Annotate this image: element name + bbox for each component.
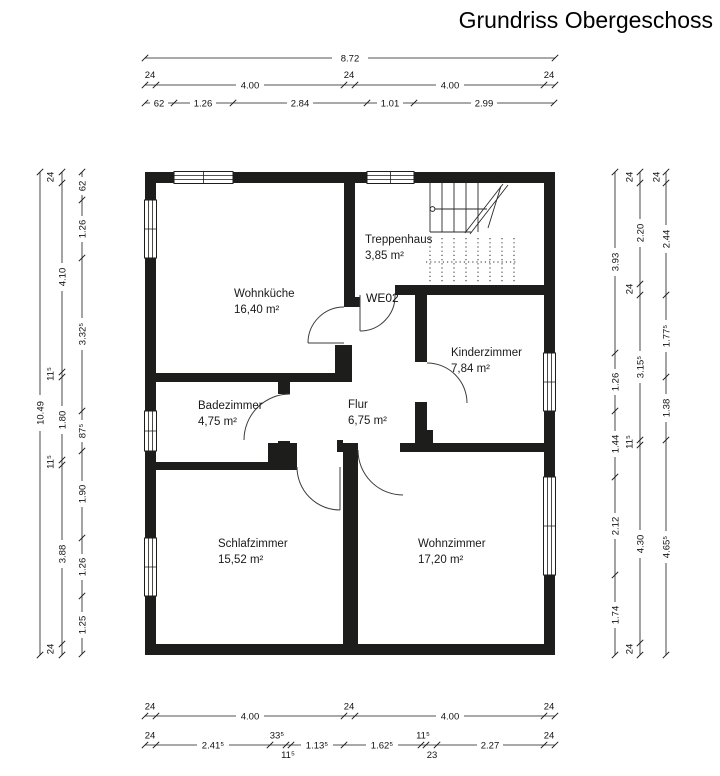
room-name: Badezimmer [198, 400, 263, 412]
room-area: 15,52 m² [218, 554, 264, 566]
room-name: Kinderzimmer [451, 347, 522, 359]
dim-label: 62 [154, 99, 165, 110]
dim-label: 24 [145, 70, 156, 81]
room-name: Treppenhaus [365, 234, 433, 246]
dim-label: 2.27 [481, 741, 500, 752]
room-area: 4,75 m² [198, 416, 237, 428]
dim-label: 1.77⁵ [662, 325, 673, 347]
dim-label: 4.00 [241, 712, 260, 723]
dim-label: 1.26 [611, 373, 622, 392]
door-badezimmer [243, 393, 291, 441]
dim-label: 4.00 [241, 81, 260, 92]
dim-label: 4.00 [441, 712, 460, 723]
dim-label: 1.62⁵ [371, 741, 393, 752]
dim-label: 2.20 [636, 224, 647, 243]
staircase [426, 183, 516, 283]
dim-label: 24 [46, 172, 57, 183]
dimensions-left: 10.49 24 4.10 11⁵ 1.80 11⁵ 3.88 24 62 1.… [34, 168, 89, 659]
dim-label: 4.65⁵ [662, 536, 673, 558]
dim-label: 3.15⁵ [636, 356, 647, 378]
dim-label: 24 [544, 731, 555, 742]
doors [243, 294, 468, 511]
dim-label: 1.13⁵ [306, 741, 328, 752]
page-title: Grundriss Obergeschoss [459, 7, 713, 33]
dim-label: 4.00 [441, 81, 460, 92]
dim-label: 3.32⁵ [78, 323, 89, 345]
dimensions-right: 3.93 1.26 1.44 2.12 1.74 24 2.20 24 3.15… [609, 168, 673, 659]
dim-label: 24 [344, 70, 355, 81]
dim-label: 24 [544, 70, 555, 81]
dim-label: 24 [46, 644, 57, 655]
dim-label: 11⁵ [281, 750, 295, 761]
dim-label: 1.90 [78, 485, 89, 504]
dim-label: 1.25 [78, 616, 89, 635]
dim-label: 23 [427, 750, 438, 761]
room-area: 3,85 m² [365, 250, 404, 262]
room-area: 17,20 m² [418, 554, 464, 566]
dim-label: 3.93 [611, 253, 622, 272]
dim-label: 62 [78, 181, 89, 192]
dim-label: 24 [145, 702, 156, 713]
door-entrance [359, 294, 396, 332]
handrail-post [429, 206, 436, 212]
dim-label: 33⁵ [270, 731, 285, 742]
dim-label: 1.26 [78, 220, 89, 239]
dim-label: 11⁵ [416, 731, 430, 742]
dim-label: 2.44 [662, 230, 673, 249]
window [144, 410, 157, 452]
dimensions-bottom: 24 4.00 24 4.00 24 24 2.41⁵ 33⁵ 11⁵ 1.13… [141, 702, 559, 761]
dim-label: 87⁵ [78, 424, 89, 439]
window [366, 171, 415, 184]
windows [144, 171, 556, 597]
dim-label: 2.84 [291, 99, 310, 110]
dim-label: 24 [652, 172, 663, 183]
window [173, 171, 234, 184]
door-schlafzimmer [296, 466, 341, 511]
dim-label: 1.26 [194, 99, 213, 110]
dim-label: 24 [625, 644, 636, 655]
room-name: Wohnküche [234, 288, 295, 300]
dim-label: 1.80 [58, 411, 69, 430]
dim-label: 1.44 [611, 435, 622, 454]
dim-label: 11⁵ [625, 435, 636, 449]
dim-label: 1.01 [381, 99, 400, 110]
door-kinderzimmer [426, 362, 468, 404]
window [543, 476, 556, 576]
room-name: Wohnzimmer [418, 538, 486, 550]
room-area: 16,40 m² [234, 304, 280, 316]
room-name: Flur [348, 399, 368, 411]
dim-label: 4.10 [58, 268, 69, 287]
dim-label: 11⁵ [46, 455, 57, 469]
dim-label: 8.72 [341, 54, 360, 65]
dim-label: 2.99 [475, 99, 494, 110]
dim-label: 3.88 [58, 545, 69, 564]
room-area: 6,75 m² [348, 415, 387, 427]
window [543, 352, 556, 412]
dim-label: 24 [625, 172, 636, 183]
unit-label: WE02 [366, 291, 399, 305]
dim-label: 11⁵ [46, 367, 57, 381]
window [144, 199, 157, 259]
door-wohnzimmer [357, 449, 404, 496]
room-labels: Wohnküche 16,40 m² Treppenhaus 3,85 m² K… [198, 234, 522, 566]
dim-label: 2.12 [611, 517, 622, 536]
door-wohnkueche [307, 306, 345, 344]
dim-label: 24 [344, 702, 355, 713]
dim-label: 10.49 [36, 401, 47, 425]
dim-label: 24 [625, 284, 636, 295]
dim-label: 24 [544, 702, 555, 713]
dim-label: 2.41⁵ [202, 741, 224, 752]
interior-walls [156, 183, 544, 644]
dim-label: 1.38 [662, 399, 673, 418]
dim-label: 4.30 [636, 535, 647, 554]
dimensions-top: 8.72 24 4.00 24 4.00 24 62 1.26 2.84 1.0… [141, 52, 559, 110]
room-name: Schlafzimmer [218, 538, 288, 550]
room-area: 7,84 m² [451, 363, 490, 375]
window [144, 537, 157, 597]
dim-label: 1.26 [78, 558, 89, 577]
dim-label: 24 [145, 731, 156, 742]
dim-label: 1.74 [611, 606, 622, 625]
